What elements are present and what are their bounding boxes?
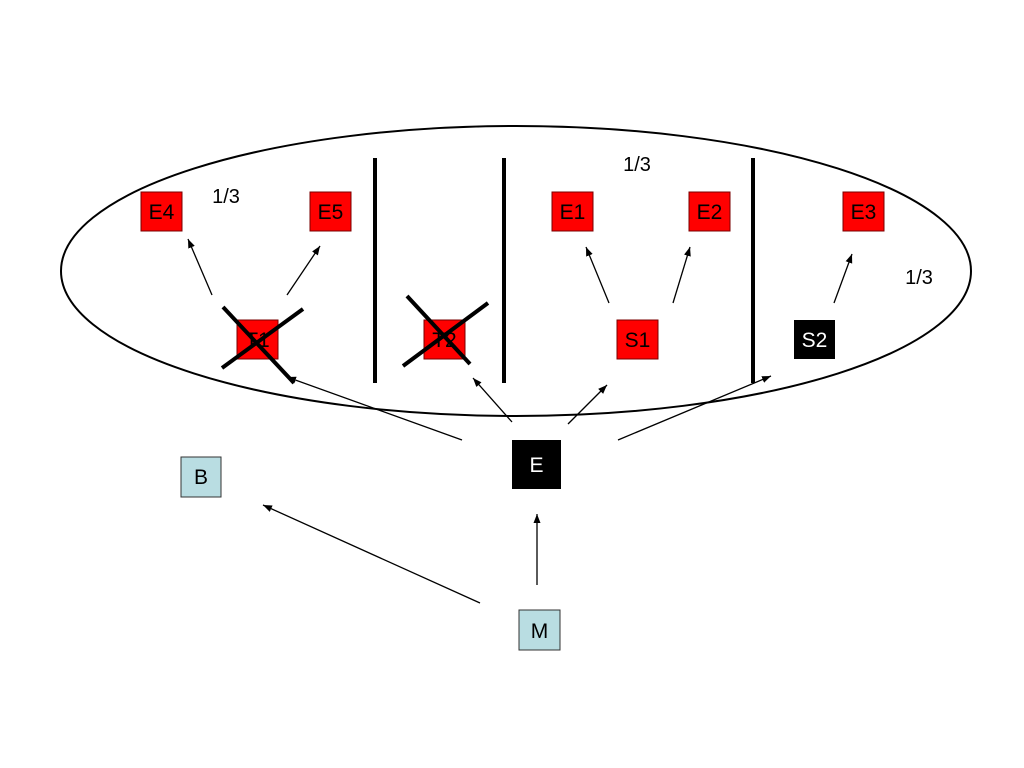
arrow-e-to-t1 xyxy=(286,376,463,441)
node-t2-label: T2 xyxy=(432,329,457,352)
node-b: B xyxy=(180,456,222,498)
arrow-e-to-t2 xyxy=(472,377,513,423)
node-e-label: E xyxy=(529,454,543,477)
arrow-e-to-s2 xyxy=(617,375,772,441)
node-e5-label: E5 xyxy=(318,201,344,224)
fraction-label-right: 1/3 xyxy=(905,267,933,289)
node-e5: E5 xyxy=(309,191,352,232)
node-s1-label: S1 xyxy=(625,329,651,352)
node-e1: E1 xyxy=(551,191,594,232)
arrow-t1-to-e5 xyxy=(286,245,321,296)
arrow-t1-to-e4 xyxy=(187,238,213,296)
node-s2-label: S2 xyxy=(802,329,828,352)
node-e4: E4 xyxy=(140,191,183,232)
node-e3-label: E3 xyxy=(851,201,877,224)
node-e4-label: E4 xyxy=(149,201,175,224)
node-e2-label: E2 xyxy=(697,201,723,224)
cross-mark-t1 xyxy=(220,305,305,385)
arrow-s2-to-e3 xyxy=(833,253,853,304)
node-e: E xyxy=(512,440,561,489)
fraction-label-left: 1/3 xyxy=(212,186,240,208)
node-m: M xyxy=(518,609,561,651)
arrow-m-to-b xyxy=(262,504,481,604)
node-e1-label: E1 xyxy=(560,201,586,224)
arrow-e-to-s1 xyxy=(567,384,608,425)
outer-ellipse xyxy=(60,125,972,417)
node-e3: E3 xyxy=(842,191,885,232)
node-e2: E2 xyxy=(688,191,731,232)
arrow-s1-to-e2 xyxy=(672,246,691,304)
node-m-label: M xyxy=(531,620,549,643)
node-b-label: B xyxy=(194,466,208,489)
fraction-label-top: 1/3 xyxy=(623,154,651,176)
node-s2: S2 xyxy=(794,320,835,359)
arrow-s1-to-e1 xyxy=(585,246,610,304)
cross-mark-t2 xyxy=(401,294,490,368)
node-s1: S1 xyxy=(616,319,659,360)
